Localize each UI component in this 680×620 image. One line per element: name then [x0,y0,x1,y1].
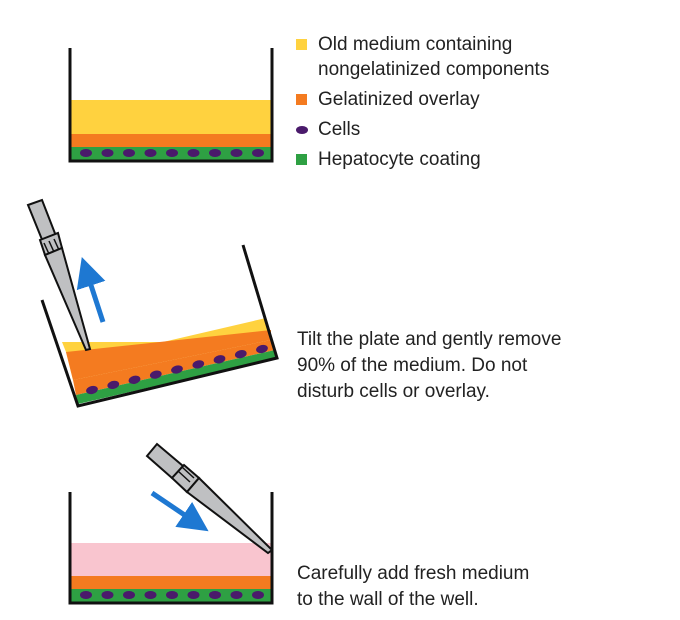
cell [80,149,92,157]
cells-row [86,344,268,395]
pipette [145,442,274,555]
gelatinized-overlay-layer [70,134,272,147]
well-refill [68,442,274,605]
legend-label: Hepatocyte coating [318,149,481,170]
legend-label: Cells [318,119,361,140]
cell [166,591,178,599]
fresh-medium-layer [70,543,272,576]
cell [209,149,221,157]
legend: Old medium containing nongelatinized com… [296,32,549,177]
cell [187,591,200,599]
legend-item-cells: Cells [296,117,549,142]
cell [144,591,157,599]
cell [230,149,243,157]
well-tilted [26,198,279,408]
pipette [26,198,92,352]
legend-label: Gelatinized overlay [318,89,480,110]
cell [123,591,135,599]
cell [101,591,114,599]
cell [101,149,114,157]
hepatocyte-coating-layer [76,350,276,404]
remove-arrow [76,256,106,323]
legend-item-old-medium: Old medium containing nongelatinized com… [296,32,549,82]
cell [80,591,92,599]
cell [128,375,141,384]
cell [187,149,200,157]
legend-swatch-old-medium [296,39,307,50]
cell [171,365,183,374]
gelatinized-overlay-layer [70,576,272,589]
cell [209,591,221,599]
old-medium-layer [70,100,272,134]
cell [107,380,120,390]
legend-item-hepatocyte-coating: Hepatocyte coating [296,147,549,172]
cell [234,349,247,359]
legend-swatch-cells [296,126,308,134]
cell [149,370,162,379]
step-1-instruction: Tilt the plate and gently remove 90% of … [297,329,562,402]
cell [213,355,226,364]
step-2-instruction: Carefully add fresh medium to the wall o… [297,563,530,610]
cell [86,385,98,395]
cell [230,591,243,599]
pipette-tip-anchor [88,320,101,325]
cells-row [80,149,264,157]
cell [252,149,264,157]
legend-item-gelatinized-overlay: Gelatinized overlay [296,87,549,112]
cell [123,149,135,157]
cell [166,149,178,157]
well-outline [40,244,279,408]
well-outline [68,48,274,163]
cell [144,149,157,157]
cells-row [80,591,264,599]
legend-swatch-hepatocyte-coating [296,154,307,165]
add-arrow [150,490,209,532]
well-outline [68,492,274,605]
well-initial [68,48,274,163]
legend-swatch-gelatinized-overlay [296,94,307,105]
cell [192,360,205,369]
cell [256,344,268,354]
legend-label: Old medium containing nongelatinized com… [318,34,550,80]
gelatinized-overlay-layer [66,330,271,380]
cell [252,591,264,599]
